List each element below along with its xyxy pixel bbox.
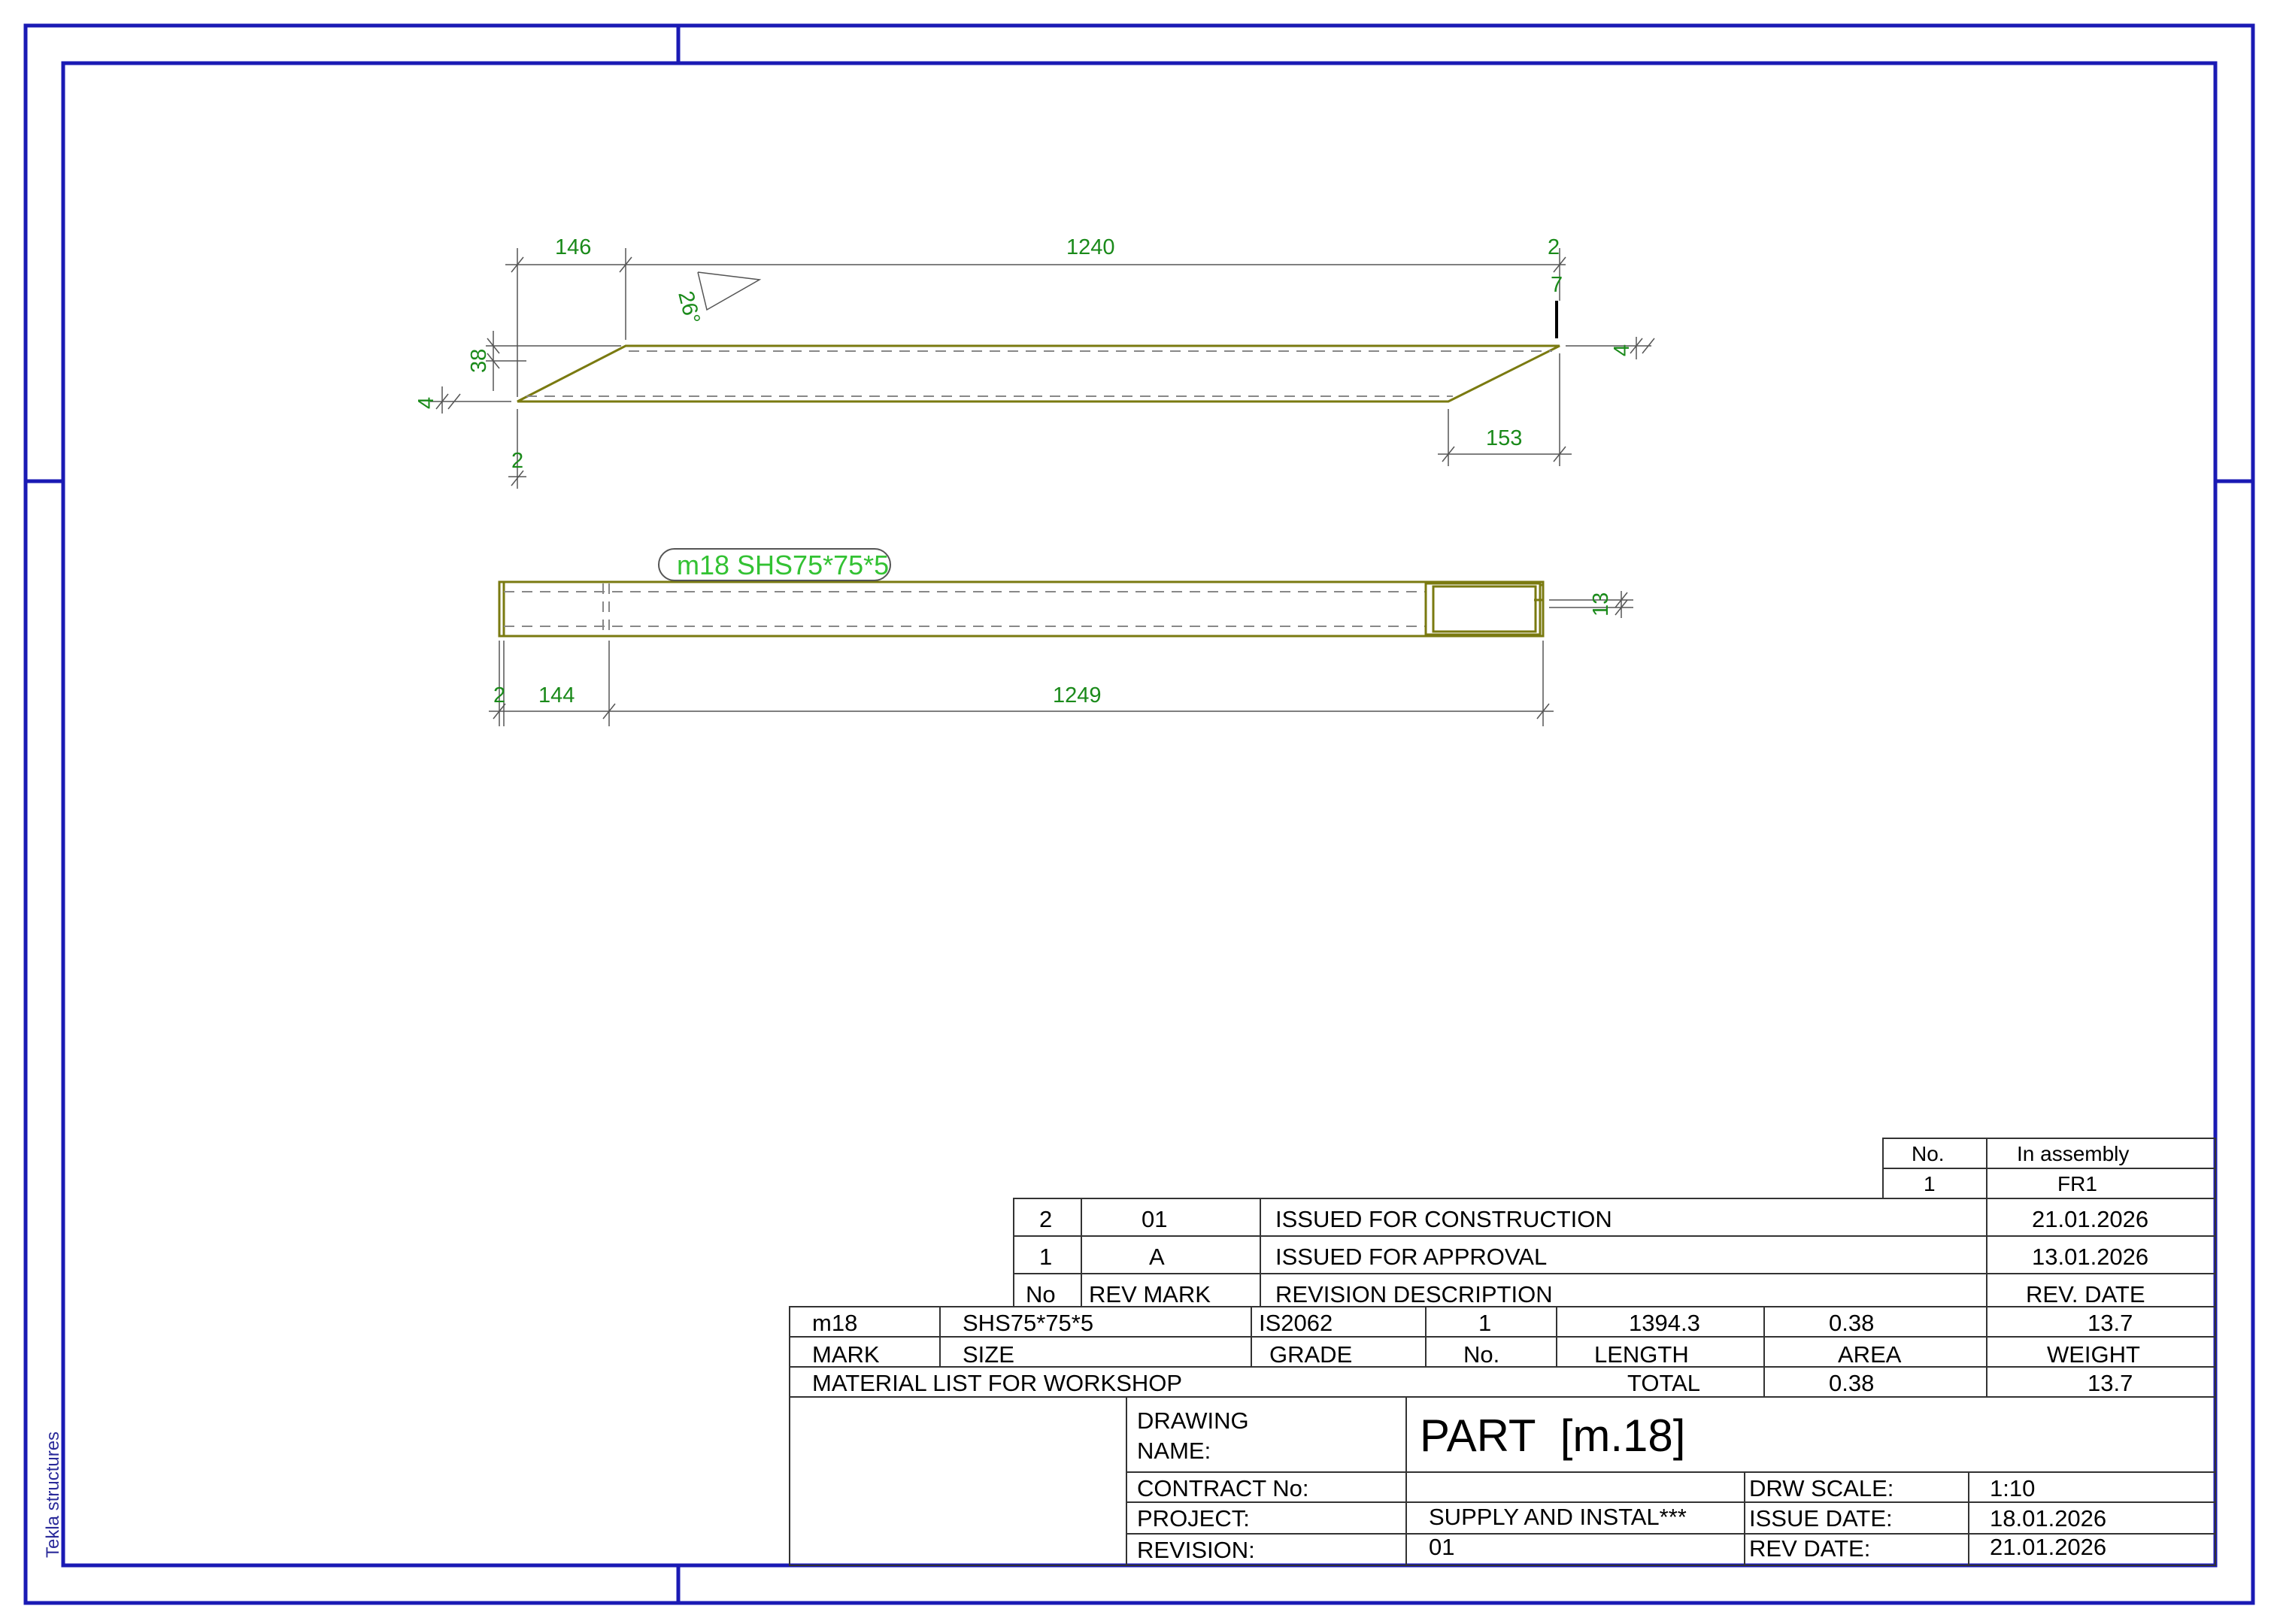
material-weight: 13.7	[2088, 1310, 2133, 1336]
dim-13: 13	[1589, 592, 1613, 617]
rev-date-value: 21.01.2026	[1990, 1534, 2106, 1560]
material-length: 1394.3	[1629, 1310, 1700, 1336]
rev-row-1-mark: 01	[1142, 1206, 1167, 1232]
revision-table: 2 01 ISSUED FOR CONSTRUCTION 21.01.2026 …	[1013, 1198, 2216, 1307]
part-outline-top	[517, 344, 1560, 403]
scale-value: 1:10	[1990, 1475, 2035, 1501]
scale-label: DRW SCALE:	[1749, 1475, 1893, 1501]
material-header-mark: MARK	[812, 1341, 880, 1368]
issue-date-value: 18.01.2026	[1990, 1505, 2106, 1532]
dim-144: 144	[538, 683, 575, 707]
drawing-name-label-line1: DRAWING	[1137, 1407, 1249, 1434]
material-header-size: SIZE	[963, 1341, 1014, 1368]
material-no: 1	[1478, 1310, 1491, 1336]
material-mark: m18	[812, 1310, 857, 1336]
revision-value: 01	[1429, 1534, 1454, 1560]
material-grade: IS2062	[1259, 1310, 1333, 1336]
assembly-table: No. In assembly 1 FR1	[1882, 1138, 2216, 1199]
rev-date-label: REV DATE:	[1749, 1535, 1870, 1562]
material-header-length: LENGTH	[1594, 1341, 1689, 1368]
material-size: SHS75*75*5	[963, 1310, 1093, 1336]
dim-1249: 1249	[1053, 683, 1102, 707]
dim-146: 146	[555, 235, 591, 259]
dim-7: 7	[1551, 273, 1563, 297]
rev-row-2-date: 13.01.2026	[2032, 1244, 2148, 1270]
rev-row-1-description: ISSUED FOR CONSTRUCTION	[1275, 1206, 1612, 1232]
material-header-grade: GRADE	[1269, 1341, 1352, 1368]
dim-38: 38	[467, 349, 491, 373]
assembly-header-in-assembly: In assembly	[2017, 1142, 2129, 1165]
material-list: m18 SHS75*75*5 IS2062 1 1394.3 0.38 13.7…	[789, 1306, 2216, 1398]
dim-2-bottom: 2	[511, 449, 523, 473]
material-total-weight: 13.7	[2088, 1370, 2133, 1396]
material-total-label: TOTAL	[1627, 1370, 1700, 1396]
contract-label: CONTRACT No:	[1137, 1475, 1309, 1501]
dim-153: 153	[1486, 426, 1522, 450]
dim-4-right: 4	[1610, 344, 1634, 356]
dim-2-top: 2	[1548, 235, 1560, 259]
dim-1240: 1240	[1066, 235, 1115, 259]
material-header-no: No.	[1463, 1341, 1499, 1368]
material-total-area: 0.38	[1829, 1370, 1874, 1396]
rev-row-2-description: ISSUED FOR APPROVAL	[1275, 1244, 1547, 1270]
dim-2-front: 2	[493, 683, 505, 707]
dim-angle: 26°	[673, 289, 705, 326]
material-area: 0.38	[1829, 1310, 1874, 1336]
rev-header-mark: REV MARK	[1089, 1281, 1211, 1307]
view-top: 146 1240 2 7 26° 38 4 2 4	[414, 235, 1655, 489]
rev-row-1-date: 21.01.2026	[2032, 1206, 2148, 1232]
material-list-title: MATERIAL LIST FOR WORKSHOP	[812, 1370, 1182, 1396]
assembly-row-no: 1	[1924, 1172, 1936, 1195]
rev-row-1-no: 2	[1039, 1206, 1052, 1232]
revision-label: REVISION:	[1137, 1537, 1255, 1563]
title-block: DRAWING NAME: PART [m.18] CONTRACT No: D…	[789, 1396, 2216, 1566]
rev-header-date: REV. DATE	[2026, 1281, 2145, 1307]
assembly-row-value: FR1	[2057, 1172, 2097, 1195]
material-header-area: AREA	[1838, 1341, 1902, 1368]
dim-4-left: 4	[414, 397, 438, 409]
assembly-header-no: No.	[1912, 1142, 1945, 1165]
rev-header-description: REVISION DESCRIPTION	[1275, 1281, 1553, 1307]
part-mark-label: m18 SHS75*75*5	[677, 550, 889, 580]
rev-row-2-no: 1	[1039, 1244, 1052, 1270]
rev-row-2-mark: A	[1149, 1244, 1165, 1270]
drawing-name-label-line2: NAME:	[1137, 1438, 1211, 1464]
side-label: Tekla structures	[43, 1432, 63, 1558]
project-value: SUPPLY AND INSTAL***	[1429, 1504, 1687, 1530]
material-header-weight: WEIGHT	[2047, 1341, 2140, 1368]
drawing-name: PART [m.18]	[1420, 1410, 1685, 1461]
part-mark-bubble	[658, 548, 891, 581]
part-outline-front	[498, 580, 1545, 638]
project-label: PROJECT:	[1137, 1505, 1250, 1532]
view-front: m18 SHS75*75*5 2 144 1249 13	[489, 548, 1633, 726]
issue-date-label: ISSUE DATE:	[1749, 1505, 1893, 1532]
rev-header-no: No	[1026, 1281, 1056, 1307]
